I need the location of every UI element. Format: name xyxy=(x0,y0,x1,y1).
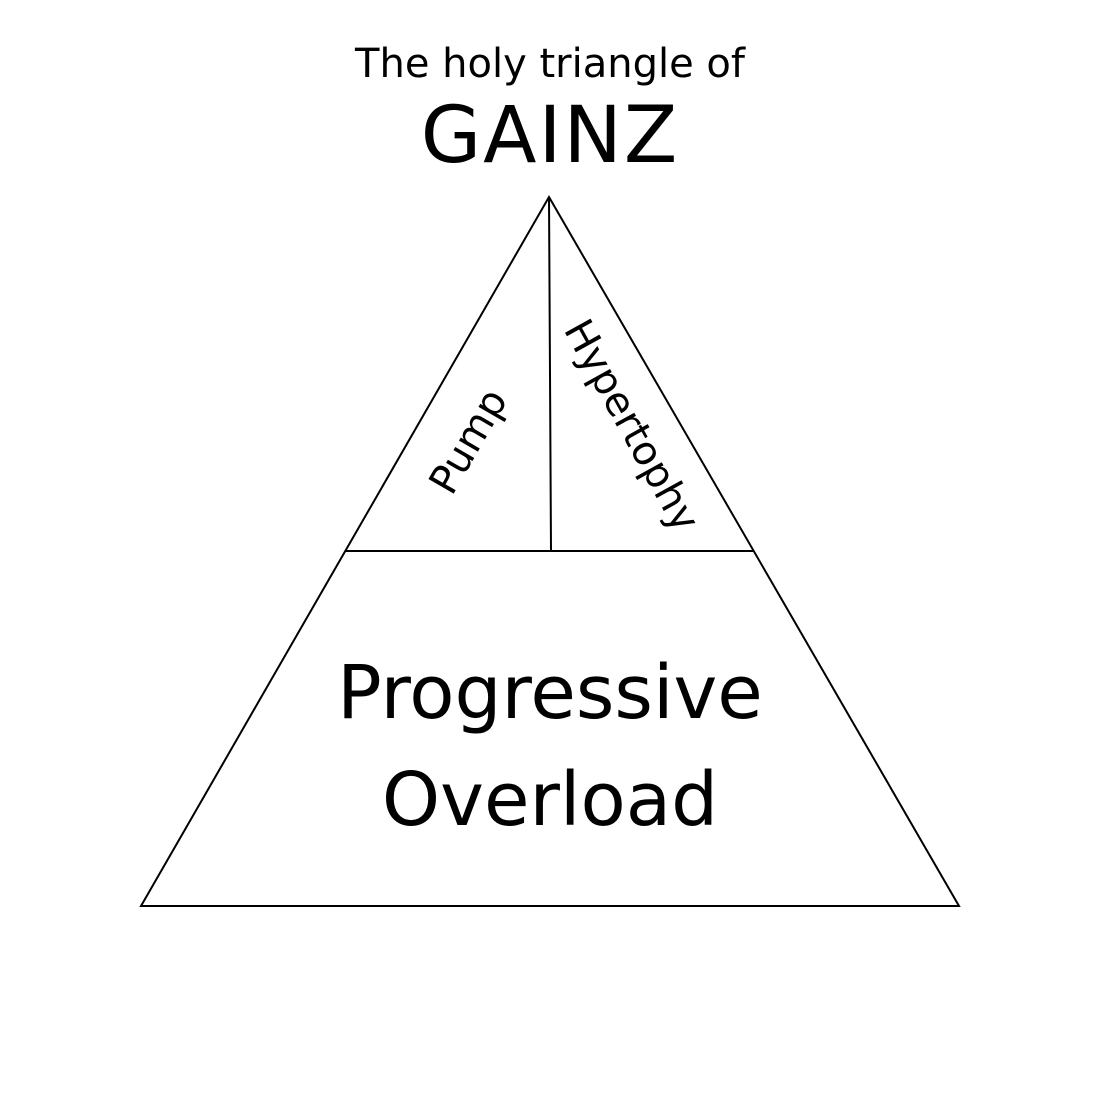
title-line-1: The holy triangle of xyxy=(354,41,746,87)
triangle-outline xyxy=(139,194,961,907)
section-bottom-line-2: Overload xyxy=(382,757,718,843)
section-bottom-line-1: Progressive xyxy=(337,650,763,736)
vertical-divider xyxy=(548,196,552,552)
title-line-2: GAINZ xyxy=(421,91,680,181)
section-hypertrophy-label: Hypertophy xyxy=(554,312,708,540)
section-pump-label: Pump xyxy=(421,381,517,502)
